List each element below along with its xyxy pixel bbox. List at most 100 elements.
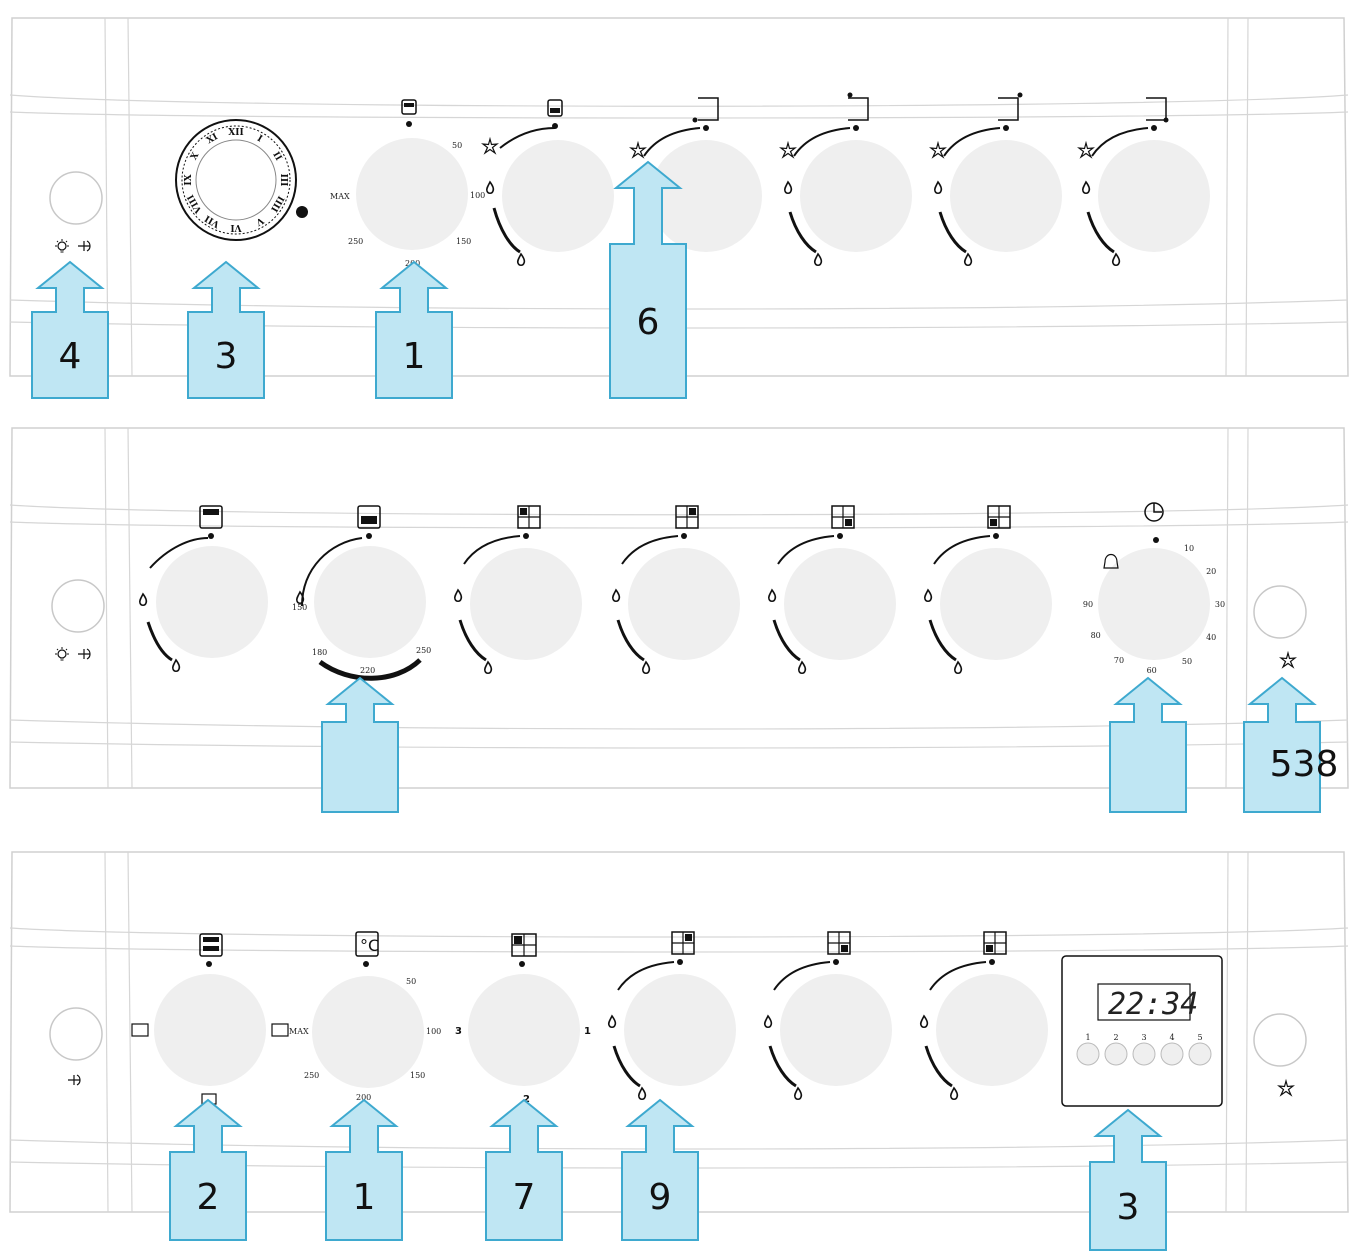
clock-set-button[interactable]	[296, 206, 308, 218]
flame-icon-2	[138, 593, 148, 607]
small-flame-icon	[813, 253, 823, 267]
spark-icon-right	[1280, 652, 1296, 668]
timer-button-2[interactable]: 2	[1104, 1033, 1128, 1066]
burner-knob[interactable]	[923, 505, 1052, 675]
knob-body[interactable]	[1098, 140, 1210, 252]
small-flame-icon-2	[171, 659, 181, 673]
knob-body[interactable]	[784, 548, 896, 660]
knob-body[interactable]	[780, 974, 892, 1086]
oven-thermostat-knob-2[interactable]: 150 180 220 250	[292, 505, 431, 681]
oven-thermostat-knob-3[interactable]: °C MAX 50 100 150 200 250	[271, 931, 441, 1102]
flame-icon	[767, 589, 777, 603]
spark-icon	[930, 142, 946, 158]
burner-knob[interactable]	[630, 97, 762, 267]
knob-marker	[681, 533, 687, 539]
timer-button-4[interactable]: 4	[1160, 1033, 1184, 1066]
clock-numeral: I	[255, 134, 264, 145]
burner-knob[interactable]	[780, 92, 912, 267]
dial-label-100: 100	[470, 191, 485, 200]
clock-numeral: XII	[228, 128, 243, 138]
bell-icon	[1103, 553, 1119, 569]
flame-icon	[607, 1015, 617, 1029]
burner-knob[interactable]	[611, 505, 740, 675]
knob-body[interactable]	[940, 548, 1052, 660]
callout-arrow: 2	[169, 1098, 247, 1241]
flame-icon	[763, 1015, 773, 1029]
callout-arrow: 9	[621, 1098, 699, 1241]
knob-body[interactable]	[936, 974, 1048, 1086]
hotplate-position-icon	[983, 931, 1007, 955]
flame-icon	[453, 589, 463, 603]
burner-knob[interactable]	[919, 931, 1048, 1101]
flame-icon	[1081, 181, 1091, 195]
flame-icon	[933, 181, 943, 195]
callout-arrow	[321, 676, 399, 813]
knob-marker	[833, 959, 839, 965]
knob-body[interactable]	[800, 140, 912, 252]
knob-body[interactable]	[470, 548, 582, 660]
panel-3: °C MAX 50 100 150 200 250 3 1 2	[9, 851, 1349, 1251]
burner-knob[interactable]	[453, 505, 582, 675]
callout-number: 1	[403, 336, 426, 377]
knob-body[interactable]	[950, 140, 1062, 252]
knob-body[interactable]	[624, 974, 736, 1086]
dial-label-max-3: MAX	[289, 1027, 309, 1036]
hotplate-position-icon	[831, 505, 855, 529]
hotplate-level-3: 3	[455, 1026, 462, 1037]
hotplate-position-icon	[987, 505, 1011, 529]
knob-body[interactable]	[628, 548, 740, 660]
flame-icon	[783, 181, 793, 195]
burner-knob[interactable]	[763, 931, 892, 1101]
burner-knob[interactable]	[1078, 97, 1210, 267]
callout-arrow: 3	[187, 260, 265, 399]
timer-tick-label: 60	[1147, 666, 1157, 675]
timer-button-1[interactable]: 1	[1076, 1033, 1100, 1066]
small-flame-icon	[641, 661, 651, 675]
small-flame-icon	[516, 253, 526, 267]
small-flame-icon	[797, 661, 807, 675]
dial-label-150-b: 150	[292, 603, 307, 612]
callout-arrow: 1	[325, 1098, 403, 1241]
panel-2-frame	[9, 427, 1349, 789]
oven-thermostat-knob[interactable]: MAX 50 150 200 250	[330, 99, 471, 268]
electric-hotplate-knob[interactable]: 3 1 2	[455, 933, 591, 1105]
light-icon	[54, 238, 70, 253]
small-flame-icon	[793, 1087, 803, 1101]
knob-body[interactable]	[650, 140, 762, 252]
grill-knob[interactable]: 100	[470, 99, 614, 267]
timer-button-5[interactable]: 5	[1188, 1033, 1212, 1066]
timer-button-label: 5	[1197, 1033, 1202, 1042]
grill-knob-2[interactable]	[138, 505, 268, 673]
burner-knob[interactable]	[767, 505, 896, 675]
callout-arrow: 3	[1089, 1108, 1167, 1251]
dial-label-50: 50	[452, 141, 462, 150]
callout-arrow: 6	[609, 160, 687, 399]
burner-knob[interactable]	[607, 931, 736, 1101]
flame-icon	[923, 589, 933, 603]
timer-button-3[interactable]: 3	[1132, 1033, 1156, 1066]
callout-number: 3	[1117, 1187, 1140, 1228]
timer-tick-label: 50	[1182, 657, 1192, 666]
oven-function-selector-knob[interactable]	[131, 933, 266, 1105]
plug-icon-3	[67, 1074, 81, 1086]
hotplate-level-1: 1	[584, 1026, 591, 1037]
clock-numeral: VI	[230, 222, 242, 232]
svg-text:°C: °C	[360, 936, 379, 955]
dial-label-250: 250	[348, 237, 363, 246]
timer-tick-label: 30	[1215, 600, 1225, 609]
knob-marker	[703, 125, 709, 131]
dial-label-250-b: 250	[416, 646, 431, 655]
burner-knob[interactable]	[930, 92, 1062, 267]
timer-button-label: 1	[1085, 1033, 1090, 1042]
thermometer-icon	[355, 931, 379, 957]
small-flame-icon	[953, 661, 963, 675]
timer-tick-label: 90	[1083, 600, 1093, 609]
callout-arrow: 538	[1243, 676, 1338, 813]
callout-arrow	[1109, 676, 1187, 813]
small-flame-icon	[1111, 253, 1121, 267]
